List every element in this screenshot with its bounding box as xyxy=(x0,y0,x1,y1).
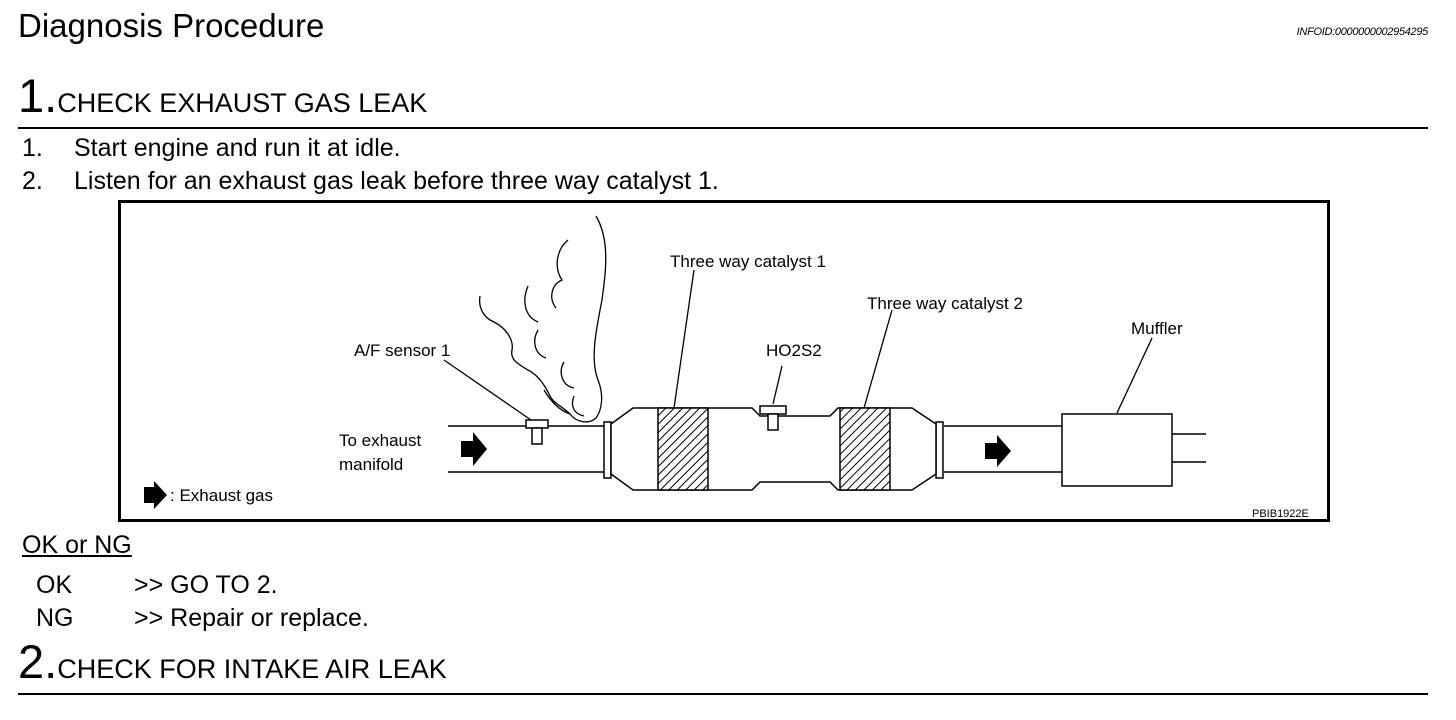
label-three-way-catalyst-1: Three way catalyst 1 xyxy=(670,252,826,271)
pipe-flange xyxy=(935,421,944,479)
instruction-text: Listen for an exhaust gas leak before th… xyxy=(74,167,719,195)
step-1-divider xyxy=(18,127,1428,129)
legend-exhaust-gas: : Exhaust gas xyxy=(170,486,273,505)
sensor-icon xyxy=(759,405,787,431)
result-code: OK xyxy=(36,571,73,599)
sensor-icon xyxy=(525,419,549,445)
label-af-sensor-1: A/F sensor 1 xyxy=(354,341,450,360)
pipe-flange xyxy=(603,421,612,479)
label-muffler: Muffler xyxy=(1131,319,1183,338)
result-code: NG xyxy=(36,604,74,632)
instruction-number: 2. xyxy=(22,167,43,195)
muffler-body xyxy=(1061,413,1173,487)
result-row: OK >> GO TO 2. xyxy=(36,570,278,600)
step-2-heading: 2.CHECK FOR INTAKE AIR LEAK xyxy=(18,638,447,698)
catalyst-1-element xyxy=(657,407,709,491)
flow-arrow-icon xyxy=(985,435,1011,467)
instruction-text: Start engine and run it at idle. xyxy=(74,134,401,162)
page-title: Diagnosis Procedure xyxy=(18,7,325,44)
result-action: >> GO TO 2. xyxy=(134,571,278,599)
info-id: INFOID:0000000002954295 xyxy=(1296,26,1429,38)
step-1-number: 1. xyxy=(18,69,58,122)
flow-arrow-icon xyxy=(144,481,167,509)
label-manifold: manifold xyxy=(339,455,403,474)
leader-lines xyxy=(443,269,1153,421)
exhaust-system-diagram: Three way catalyst 1 Three way catalyst … xyxy=(118,200,1330,522)
step-2-number: 2. xyxy=(18,635,58,688)
step-2-title: CHECK FOR INTAKE AIR LEAK xyxy=(57,654,447,684)
step-2-divider xyxy=(18,693,1428,695)
ok-or-ng-heading: OK or NG xyxy=(22,531,132,559)
label-ho2s2: HO2S2 xyxy=(766,341,822,360)
catalyst-2-element xyxy=(839,407,891,491)
smoke-cloud-icon xyxy=(478,215,607,423)
flow-arrow-icon xyxy=(461,432,487,466)
result-action: >> Repair or replace. xyxy=(134,604,369,632)
result-row: NG >> Repair or replace. xyxy=(36,603,369,633)
label-to-exhaust: To exhaust xyxy=(339,431,421,450)
step-1-heading: 1.CHECK EXHAUST GAS LEAK xyxy=(18,72,427,132)
label-three-way-catalyst-2: Three way catalyst 2 xyxy=(867,294,1023,313)
instruction-item: 2. Listen for an exhaust gas leak before … xyxy=(22,166,719,196)
instruction-number: 1. xyxy=(22,134,43,162)
instruction-item: 1. Start engine and run it at idle. xyxy=(22,133,401,163)
figure-code: PBIB1922E xyxy=(1252,508,1309,520)
step-1-title: CHECK EXHAUST GAS LEAK xyxy=(57,88,428,118)
